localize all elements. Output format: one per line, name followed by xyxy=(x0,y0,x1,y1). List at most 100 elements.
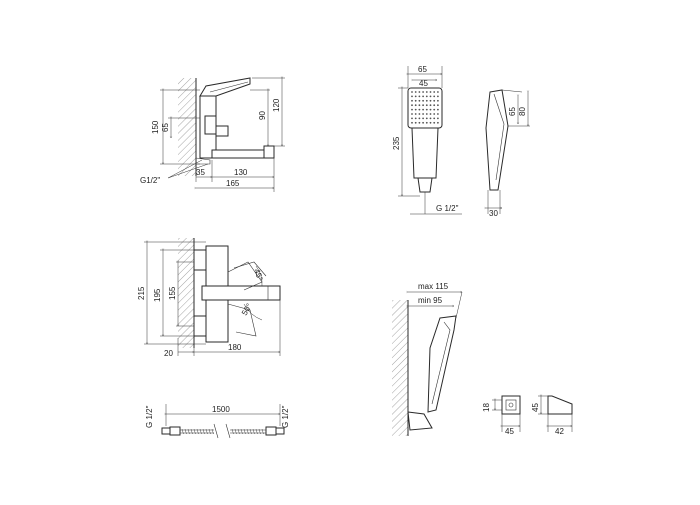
dim-215: 215 xyxy=(137,286,146,300)
nozzle-dot xyxy=(429,121,432,124)
nozzle-dot xyxy=(425,108,428,111)
nozzle-dot xyxy=(425,91,428,93)
dim-max: max 115 xyxy=(418,282,449,291)
nozzle-dot xyxy=(433,91,436,93)
nozzle-dot xyxy=(429,95,432,98)
thread-right: G 1/2" xyxy=(281,405,290,428)
holder-front xyxy=(501,395,521,415)
nozzle-dot xyxy=(433,99,436,102)
nozzle-dot xyxy=(414,91,417,93)
hose-ridge xyxy=(240,428,243,435)
wall-holder-view: max 115 min 95 xyxy=(392,282,462,436)
hose-ridge xyxy=(237,428,240,435)
hose-ridge xyxy=(255,428,258,435)
nozzle-dot xyxy=(437,95,439,98)
nozzle-dot xyxy=(414,108,417,111)
wall-holder-bracket xyxy=(407,411,433,431)
dim-180: 180 xyxy=(228,343,242,352)
nozzle-dot xyxy=(437,91,439,93)
nozzle-dot xyxy=(422,95,424,98)
holder-detail-views: 18 45 45 42 xyxy=(482,395,573,436)
nozzle-dot xyxy=(418,108,421,111)
dim-165: 165 xyxy=(226,179,240,188)
nozzle-dot xyxy=(425,121,428,124)
dim-20: 20 xyxy=(164,349,173,358)
nozzle-dot xyxy=(418,95,421,98)
shower-head-front xyxy=(407,87,443,129)
nozzle-dot xyxy=(414,95,417,98)
nozzle-dot xyxy=(425,99,428,102)
thread-label-shower: G 1/2" xyxy=(436,204,459,213)
hand-shower-views: 65 45 235 G 1/2" 65 80 30 xyxy=(392,65,530,218)
hose-ridge xyxy=(258,428,261,435)
dim-150: 150 xyxy=(151,120,160,134)
wall-hatch xyxy=(178,78,196,176)
dim-65-width: 65 xyxy=(418,65,427,74)
hose-ridge xyxy=(187,428,190,435)
nozzle-dot xyxy=(433,95,436,98)
dim-42: 42 xyxy=(555,427,564,436)
nozzle-dot xyxy=(418,99,421,102)
nozzle-dot xyxy=(411,104,413,107)
hose-ridge xyxy=(196,428,199,435)
nozzle-dot xyxy=(425,113,428,115)
thread-label: G1/2" xyxy=(140,176,160,185)
nozzle-dot xyxy=(422,108,424,111)
nozzle-dot xyxy=(414,113,417,115)
hose-ridge xyxy=(199,428,202,435)
nozzle-dot xyxy=(411,117,413,120)
hose-ridge xyxy=(190,428,193,435)
hose-view: 1500 G 1/2" G 1/2" xyxy=(145,404,290,439)
nozzle-dot xyxy=(433,113,436,115)
nozzle-dot xyxy=(437,121,439,124)
nozzle-dot xyxy=(422,117,424,120)
hose-ridge xyxy=(208,428,211,435)
nozzle-dot xyxy=(411,91,413,93)
dim-45-width: 45 xyxy=(419,79,428,88)
dim-45-side: 45 xyxy=(531,403,540,412)
nozzle-dot xyxy=(429,113,432,115)
nozzle-dot xyxy=(437,108,439,111)
nozzle-dot xyxy=(429,104,432,107)
hose-ridge xyxy=(231,428,234,435)
dim-45-holder: 45 xyxy=(505,427,514,436)
nozzle-dot xyxy=(414,121,417,124)
mixer-lever xyxy=(199,77,251,97)
nozzle-dot xyxy=(414,117,417,120)
nozzle-dot xyxy=(411,108,413,111)
hose-ridge xyxy=(261,428,264,435)
holder-side xyxy=(547,395,573,415)
dim-120: 120 xyxy=(272,98,281,112)
nozzle-dot xyxy=(429,117,432,120)
angle-45: 45° xyxy=(252,268,265,282)
hose-ridge xyxy=(193,428,196,435)
mixer-top-view: 45° 50° 215 195 155 20 180 xyxy=(137,238,281,358)
thread-left: G 1/2" xyxy=(145,405,154,428)
dim-80-head: 80 xyxy=(518,107,527,116)
nozzle-dot xyxy=(418,121,421,124)
nozzle-dot xyxy=(433,121,436,124)
hose-ridge xyxy=(184,428,187,435)
dim-90: 90 xyxy=(258,111,267,120)
nozzle-dot xyxy=(411,95,413,98)
nozzle-dot xyxy=(433,108,436,111)
hose-ridge xyxy=(234,428,237,435)
nozzle-dot xyxy=(414,99,417,102)
nozzle-dot xyxy=(437,113,439,115)
dim-min: min 95 xyxy=(418,296,443,305)
wall-hatch-top xyxy=(178,238,194,348)
nozzle-dot xyxy=(422,99,424,102)
hose-ridge xyxy=(246,428,249,435)
hose-ridge xyxy=(252,428,255,435)
dim-155: 155 xyxy=(168,286,177,300)
nozzle-dot xyxy=(422,121,424,124)
nozzle-dot xyxy=(437,99,439,102)
hose-length: 1500 xyxy=(212,405,230,414)
nozzle-dot xyxy=(422,104,424,107)
nozzle-dot xyxy=(418,113,421,115)
hose-ridge xyxy=(211,428,214,435)
nozzle-dot xyxy=(425,117,428,120)
dim-35: 35 xyxy=(196,168,205,177)
mixer-top-spout xyxy=(201,285,281,301)
dim-65: 65 xyxy=(161,123,170,132)
